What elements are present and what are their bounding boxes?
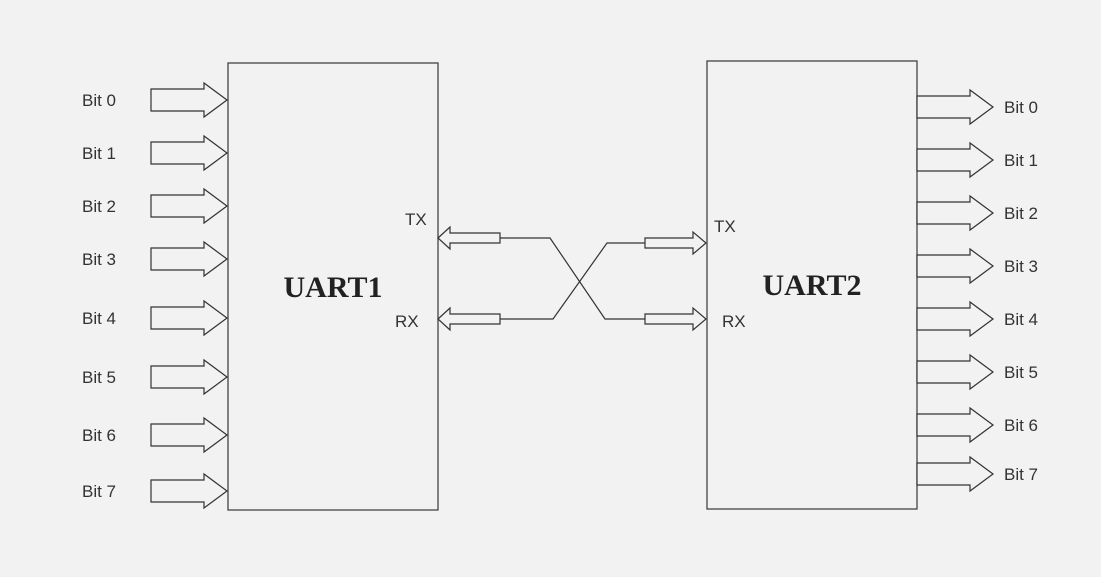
rx-to-tx-wire bbox=[500, 242, 645, 320]
uart1-tx-label: TX bbox=[405, 210, 427, 229]
uart2-bit-5-arrow bbox=[916, 353, 995, 391]
uart2-rx-label: RX bbox=[722, 312, 746, 331]
uart1-bit-inputs: Bit 0 Bit 1 Bit 2 Bit 3 Bit 4 Bit 5 Bit 6 Bit 7 bbox=[82, 81, 229, 510]
uart2-bit-4-arrow bbox=[916, 300, 995, 338]
uart1-rx-arrow bbox=[437, 306, 501, 332]
uart1-bit-1-arrow bbox=[150, 134, 229, 172]
uart1-bit-1-label: Bit 1 bbox=[82, 144, 116, 163]
uart2-bit-7-arrow bbox=[916, 455, 995, 493]
uart1-bit-6-label: Bit 6 bbox=[82, 426, 116, 445]
uart1-bit-7-label: Bit 7 bbox=[82, 482, 116, 501]
uart2-bit-2-label: Bit 2 bbox=[1004, 204, 1038, 223]
uart1-tx-arrow bbox=[437, 225, 501, 251]
uart1-bit-5-label: Bit 5 bbox=[82, 368, 116, 387]
uart1-title: UART1 bbox=[284, 271, 383, 304]
uart2-bit-5-label: Bit 5 bbox=[1004, 363, 1038, 382]
uart1-bit-3-arrow bbox=[150, 240, 229, 278]
uart2-bit-1-arrow bbox=[916, 141, 995, 179]
uart2-bit-3-arrow bbox=[916, 247, 995, 285]
uart1-bit-4-arrow bbox=[150, 299, 229, 337]
uart2-block bbox=[706, 60, 918, 510]
uart1-rx-label: RX bbox=[395, 312, 419, 331]
uart1-bit-2-label: Bit 2 bbox=[82, 197, 116, 216]
uart2-bit-0-label: Bit 0 bbox=[1004, 98, 1038, 117]
uart1-bit-0-arrow bbox=[150, 81, 229, 119]
uart2-bit-6-label: Bit 6 bbox=[1004, 416, 1038, 435]
tx-to-rx-wire bbox=[500, 237, 645, 320]
uart2-bit-7-label: Bit 7 bbox=[1004, 465, 1038, 484]
uart2-bit-outputs: Bit 0 Bit 1 Bit 2 Bit 3 Bit 4 Bit 5 Bit 6 Bit 7 bbox=[916, 88, 1038, 493]
uart1-bit-7-arrow bbox=[150, 472, 229, 510]
uart2-tx-label: TX bbox=[714, 217, 736, 236]
uart1-bit-6-arrow bbox=[150, 416, 229, 454]
uart2-rx-arrow bbox=[644, 306, 707, 332]
uart1-bit-5-arrow bbox=[150, 358, 229, 396]
uart1-bit-2-arrow bbox=[150, 187, 229, 225]
uart2-title: UART2 bbox=[763, 269, 862, 302]
uart2-bit-1-label: Bit 1 bbox=[1004, 151, 1038, 170]
uart2-bit-2-arrow bbox=[916, 194, 995, 232]
uart2-bit-6-arrow bbox=[916, 406, 995, 444]
uart1-bit-4-label: Bit 4 bbox=[82, 309, 116, 328]
uart2-tx-arrow bbox=[644, 230, 707, 256]
uart1-bit-3-label: Bit 3 bbox=[82, 250, 116, 269]
uart2-bit-4-label: Bit 4 bbox=[1004, 310, 1038, 329]
uart1-block bbox=[227, 62, 439, 511]
uart1-bit-0-label: Bit 0 bbox=[82, 91, 116, 110]
uart2-bit-3-label: Bit 3 bbox=[1004, 257, 1038, 276]
uart2-bit-0-arrow bbox=[916, 88, 995, 126]
